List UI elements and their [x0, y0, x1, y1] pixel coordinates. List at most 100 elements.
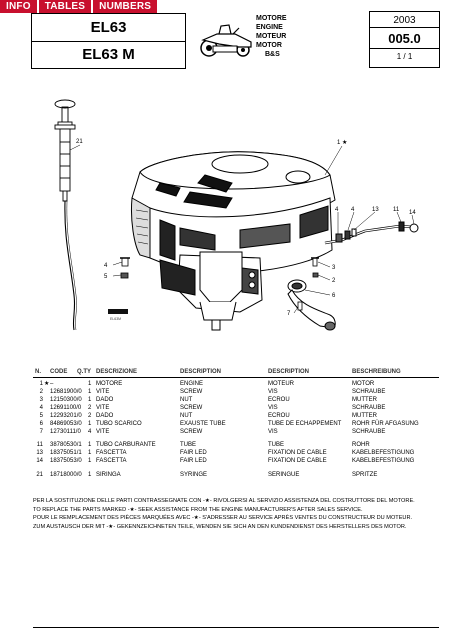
row-number: 1	[39, 381, 43, 387]
col-de: BESCHREIBUNG	[352, 369, 401, 375]
cell-de: SCHRAUBE	[352, 429, 386, 435]
leader-lines	[69, 144, 415, 314]
cell-code: 12691100/0	[50, 405, 82, 411]
cell-fr: VIS	[268, 429, 278, 435]
category-de: MOTOR	[256, 42, 282, 49]
cell-de: MUTTER	[352, 397, 377, 403]
row-number: 7	[39, 429, 43, 435]
cell-it: TUBO SCARICO	[96, 421, 142, 427]
cell-code: 18718000/0	[50, 472, 82, 478]
row-number: 13	[36, 450, 43, 456]
row-number: 14	[36, 458, 43, 464]
callout-5: 5	[104, 274, 108, 280]
cell-code: 18375053/0	[50, 458, 82, 464]
stamp-illustration: EL63M	[108, 309, 128, 321]
cell-de: SPRITZE	[352, 472, 378, 478]
cell-en: FAIR LED	[180, 458, 207, 464]
callout-4b: 4	[351, 207, 355, 213]
callout-4a: 4	[335, 207, 339, 213]
cell-de: SCHRAUBE	[352, 389, 386, 395]
note-de: ZUM AUSTAUSCH DER MIT -★- GEKENNZEICHNET…	[33, 523, 407, 530]
row-number: 2	[39, 389, 43, 395]
cell-fr: VIS	[268, 389, 278, 395]
cell-it: FASCETTA	[96, 450, 127, 456]
tab-info[interactable]: INFO	[0, 0, 37, 13]
cell-code: 12730111/0	[50, 429, 81, 435]
note-it: PER LA SOSTITUZIONE DELLE PARTI CONTRASS…	[33, 498, 415, 504]
row-number: 4	[39, 405, 43, 411]
cell-de: ROHR	[352, 442, 370, 448]
syringe-illustration	[54, 99, 77, 331]
page-number: 1 / 1	[396, 52, 413, 61]
table-header-rule	[33, 377, 439, 378]
callout-1: 1 ★	[337, 139, 347, 146]
cell-code: 12293201/0	[50, 413, 82, 419]
nav-tabs: INFO TABLES NUMBERS	[0, 0, 158, 13]
category-fr: MOTEUR	[256, 33, 287, 40]
cell-en: SYRINGE	[180, 472, 208, 478]
cell-de: MUTTER	[352, 413, 377, 419]
cell-qty: 2	[88, 413, 92, 419]
cell-en: SCREW	[180, 389, 203, 395]
cell-it: DADO	[96, 413, 114, 419]
engine-illustration	[131, 151, 336, 331]
cell-code: 12150300/0	[50, 397, 82, 403]
tab-numbers[interactable]: NUMBERS	[93, 0, 158, 13]
cell-fr: SERINGUE	[268, 472, 300, 478]
cell-en: FAIR LED	[180, 450, 207, 456]
callout-14: 14	[409, 210, 416, 216]
model-title-1: EL63	[90, 19, 127, 36]
col-n: N.	[35, 369, 41, 375]
col-code: CODE	[50, 369, 68, 375]
col-en: DESCRIPTION	[180, 369, 222, 375]
callout-11: 11	[393, 207, 400, 213]
cell-it: FASCETTA	[96, 458, 127, 464]
cell-qty: 1	[88, 421, 92, 427]
cell-qty: 1	[88, 458, 92, 464]
cell-qty: 1	[88, 381, 92, 387]
cell-fr: FIXATION DE CABLE	[268, 450, 327, 456]
tab-tables[interactable]: TABLES	[38, 0, 92, 13]
info-divider-2	[370, 48, 439, 49]
cell-it: VITE	[96, 389, 110, 395]
cell-fr: TUBE	[268, 442, 285, 448]
fuel-tube-illustration	[324, 221, 419, 245]
cell-qty: 2	[88, 405, 92, 411]
cell-de: KABELBEFESTIGUNG	[352, 458, 415, 464]
cell-qty: 1	[88, 397, 92, 403]
category-en: ENGINE	[256, 24, 283, 31]
cell-en: EXAUSTE TUBE	[180, 421, 226, 427]
cell-qty: 1	[88, 472, 92, 478]
cell-it: DADO	[96, 397, 114, 403]
cell-fr: ECROU	[268, 413, 290, 419]
cell-qty: 1	[88, 442, 92, 448]
cell-code: 38780530/1	[50, 442, 82, 448]
year-label: 2003	[393, 15, 416, 26]
callout-7: 7	[287, 311, 291, 317]
cell-de: MOTOR	[352, 381, 375, 387]
cell-fr: TUBE DE ECHAPPEMENT	[268, 421, 342, 427]
callout-2: 2	[332, 278, 336, 284]
cell-en: ENGINE	[180, 381, 204, 387]
exhaust-tube-illustration	[287, 279, 336, 331]
cell-de: ROHR FÜR AFGASUNG	[352, 421, 419, 427]
hardware-illustration	[120, 257, 319, 311]
row-number: 5	[39, 413, 43, 419]
callout-13: 13	[372, 207, 379, 213]
cell-qty: 1	[88, 450, 92, 456]
cell-it: MOTORE	[96, 381, 123, 387]
row-number: 3	[39, 397, 43, 403]
model-title-2: EL63 M	[82, 46, 135, 63]
callout-3: 3	[332, 265, 336, 271]
cell-code: 12681900/0	[50, 389, 82, 395]
cell-de: KABELBEFESTIGUNG	[352, 450, 415, 456]
cell-en: SCREW	[180, 405, 203, 411]
